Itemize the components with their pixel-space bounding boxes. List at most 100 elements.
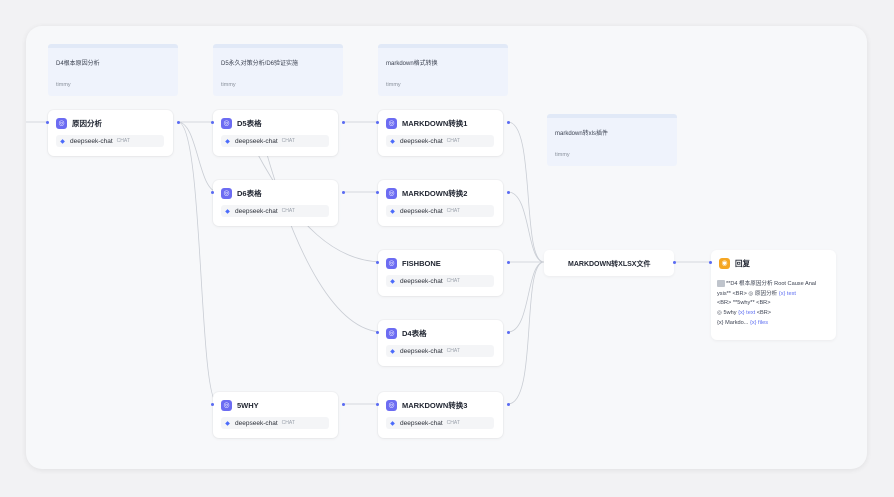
model-tag: CHAT [446,138,460,144]
model-name: deepseek-chat [400,137,443,145]
deepseek-icon: ◆ [390,278,395,285]
llm-icon: ◎ [56,118,67,129]
model-name: deepseek-chat [70,137,113,145]
node-title: 回复 [735,259,750,268]
workflow-canvas[interactable]: D4根本原因分析 timmy D5永久对策分析/D6验证实施 timmy mar… [26,26,867,469]
model-name: deepseek-chat [235,137,278,145]
document-icon [717,280,725,288]
llm-icon: ◎ [386,400,397,411]
deepseek-icon: ◆ [225,420,230,427]
model-tag: CHAT [446,208,460,214]
output-handle[interactable] [342,121,345,124]
node-title: 5WHY [237,401,259,410]
answer-line: <BR> [756,310,772,317]
note-markdown-format[interactable]: markdown格式转换 timmy [378,44,508,96]
connection-edges [26,121,711,405]
node-title: D4表格 [402,329,427,338]
note-author: timmy [56,82,71,88]
input-handle[interactable] [46,121,49,124]
deepseek-icon: ◆ [390,138,395,145]
note-author: timmy [555,152,570,158]
node-answer[interactable]: ◉ 回复 **D4 根本原因分析 Root Cause Anal ysis** <… [711,250,836,340]
input-handle[interactable] [211,121,214,124]
llm-icon: ◎ [386,118,397,129]
node-ref-icon: ◎ [748,290,754,297]
model-name: deepseek-chat [400,347,443,355]
output-handle[interactable] [507,403,510,406]
input-handle[interactable] [376,261,379,264]
output-handle[interactable] [342,403,345,406]
answer-line: **D4 根本原因分析 Root Cause Anal [726,281,817,287]
output-handle[interactable] [673,261,676,264]
answer-template: **D4 根本原因分析 Root Cause Anal ysis** <BR> … [717,280,831,329]
variable-ref: {x} text [778,290,796,297]
model-name: deepseek-chat [235,207,278,215]
deepseek-icon: ◆ [225,138,230,145]
output-handle[interactable] [507,191,510,194]
note-markdown-xls[interactable]: markdown转xls插件 timmy [547,114,677,166]
node-title: D6表格 [237,189,262,198]
model-tag: CHAT [281,208,295,214]
model-tag: CHAT [446,278,460,284]
node-ref: {x} Markdo... [717,319,749,326]
variable-ref: {x} text [738,310,756,317]
node-ref-icon: ◎ [717,310,722,317]
node-title: MARKDOWN转换1 [402,119,468,128]
llm-icon: ◎ [221,118,232,129]
input-handle[interactable] [376,191,379,194]
deepseek-icon: ◆ [390,348,395,355]
input-handle[interactable] [211,191,214,194]
input-handle[interactable] [376,121,379,124]
llm-icon: ◎ [221,400,232,411]
node-title: FISHBONE [402,259,441,268]
deepseek-icon: ◆ [390,208,395,215]
node-title: MARKDOWN转换2 [402,189,468,198]
model-name: deepseek-chat [400,207,443,215]
llm-icon: ◎ [386,258,397,269]
input-handle[interactable] [376,403,379,406]
node-title: 原因分析 [72,119,102,128]
output-handle[interactable] [342,191,345,194]
input-handle[interactable] [376,331,379,334]
note-author: timmy [221,82,236,88]
output-handle[interactable] [177,121,180,124]
model-tag: CHAT [281,420,295,426]
variable-ref: {x} files [749,319,769,326]
input-handle[interactable] [211,403,214,406]
node-markdown-to-xlsx[interactable]: MARKDOWN转XLSX文件 [544,250,674,276]
output-handle[interactable] [507,261,510,264]
note-title: markdown转xls插件 [555,131,609,137]
note-title: D4根本原因分析 [56,61,100,67]
answer-line: ysis** <BR> [717,290,747,297]
model-tag: CHAT [446,348,460,354]
model-name: deepseek-chat [235,419,278,427]
llm-icon: ◎ [386,328,397,339]
note-author: timmy [386,82,401,88]
output-handle[interactable] [507,331,510,334]
answer-icon: ◉ [719,258,730,269]
input-handle[interactable] [709,261,712,264]
llm-icon: ◎ [386,188,397,199]
note-d4-root-cause[interactable]: D4根本原因分析 timmy [48,44,178,96]
note-d5-d6[interactable]: D5永久对策分析/D6验证实施 timmy [213,44,343,96]
output-handle[interactable] [507,121,510,124]
node-title: D5表格 [237,119,262,128]
